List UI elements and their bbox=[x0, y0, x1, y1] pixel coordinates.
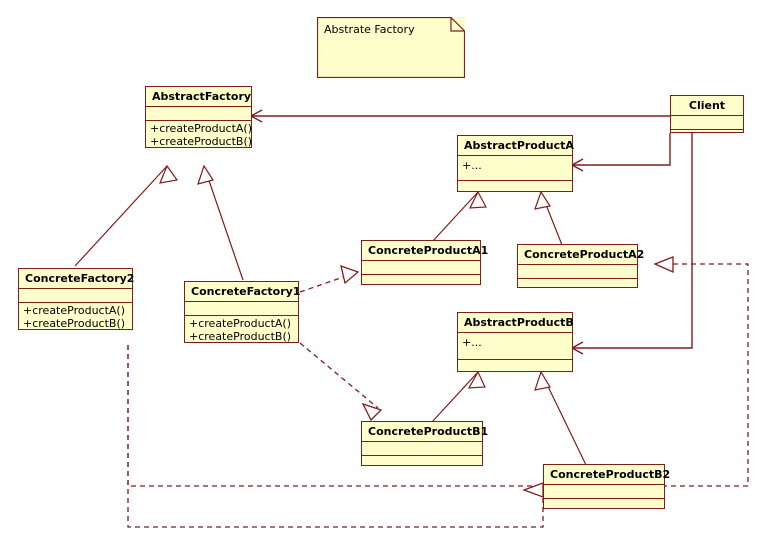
class-client[interactable]: Client bbox=[670, 95, 744, 133]
class-concrete-factory-2[interactable]: ConcreteFactory2 +createProductA() +crea… bbox=[18, 268, 134, 331]
operation-item: +createProductB() bbox=[150, 135, 253, 148]
class-abstract-factory[interactable]: AbstractFactory +createProductA() +creat… bbox=[145, 86, 252, 148]
class-attributes-concrete-factory-2 bbox=[19, 289, 132, 303]
class-operations-abstract-product-b bbox=[458, 360, 572, 373]
class-operations-client bbox=[671, 130, 743, 143]
operation-item: +createProductA() bbox=[23, 304, 126, 317]
edge-concretefactory1-to-abstractfactory bbox=[197, 164, 244, 281]
edge-client-to-abstractfactory bbox=[249, 109, 670, 123]
edge-concreteproducta2-to-abstractproducta bbox=[534, 190, 563, 246]
class-attributes-abstract-factory bbox=[146, 107, 251, 121]
class-operations-concrete-product-b2 bbox=[544, 499, 664, 512]
class-name-abstract-product-b: AbstractProductB bbox=[458, 313, 574, 333]
note-shape bbox=[317, 17, 465, 78]
operation-item: +createProductA() bbox=[189, 317, 292, 330]
class-name-concrete-factory-2: ConcreteFactory2 bbox=[19, 269, 134, 289]
class-attributes-concrete-factory-1 bbox=[185, 302, 298, 316]
class-attributes-concrete-product-b2 bbox=[544, 485, 664, 499]
class-name-abstract-factory: AbstractFactory bbox=[146, 87, 251, 107]
edge-concretefactory1-to-concreteproductb1 bbox=[299, 342, 383, 422]
edge-concreteproducta1-to-abstractproducta bbox=[431, 190, 487, 243]
class-attributes-concrete-product-a2 bbox=[518, 265, 637, 279]
class-concrete-factory-1[interactable]: ConcreteFactory1 +createProductA() +crea… bbox=[184, 281, 300, 344]
class-name-client: Client bbox=[671, 96, 743, 116]
class-concrete-product-b1[interactable]: ConcreteProductB1 bbox=[361, 421, 488, 469]
edge-client-to-abstractproducta bbox=[570, 133, 671, 172]
class-name-concrete-product-a1: ConcreteProductA1 bbox=[362, 241, 488, 261]
class-name-concrete-factory-1: ConcreteFactory1 bbox=[185, 282, 300, 302]
class-operations-concrete-product-b1 bbox=[362, 456, 482, 469]
class-attributes-concrete-product-a1 bbox=[362, 261, 480, 275]
class-concrete-product-b2[interactable]: ConcreteProductB2 bbox=[543, 464, 670, 512]
operation-item: +createProductB() bbox=[23, 317, 126, 330]
note-abstract-factory: Abstrate Factory bbox=[317, 17, 465, 78]
operation-item: +createProductA() bbox=[150, 122, 253, 135]
class-operations-abstract-factory: +createProductA() +createProductB() bbox=[146, 121, 253, 149]
class-attributes-client bbox=[671, 116, 743, 130]
edge-concretefactory1-to-concreteproducta1 bbox=[299, 264, 360, 293]
edge-concreteproductb2-to-abstractproductb bbox=[534, 370, 587, 466]
class-name-concrete-product-b1: ConcreteProductB1 bbox=[362, 422, 488, 442]
class-attributes-abstract-product-b: +... bbox=[458, 333, 572, 360]
class-abstract-product-b[interactable]: AbstractProductB +... bbox=[457, 312, 574, 373]
class-attributes-concrete-product-b1 bbox=[362, 442, 482, 456]
class-concrete-product-a1[interactable]: ConcreteProductA1 bbox=[361, 240, 488, 288]
edge-concreteproductb1-to-abstractproductb bbox=[431, 370, 486, 423]
class-operations-concrete-product-a2 bbox=[518, 279, 637, 292]
class-name-concrete-product-a2: ConcreteProductA2 bbox=[518, 245, 644, 265]
operation-item: +createProductB() bbox=[189, 330, 292, 343]
class-name-concrete-product-b2: ConcreteProductB2 bbox=[544, 465, 670, 485]
class-operations-concrete-factory-2: +createProductA() +createProductB() bbox=[19, 303, 132, 331]
class-concrete-product-a2[interactable]: ConcreteProductA2 bbox=[517, 244, 644, 288]
class-operations-abstract-product-a bbox=[458, 181, 572, 194]
class-name-abstract-product-a: AbstractProductA bbox=[458, 136, 574, 156]
class-abstract-product-a[interactable]: AbstractProductA +... bbox=[457, 135, 574, 194]
class-operations-concrete-factory-1: +createProductA() +createProductB() bbox=[185, 316, 298, 344]
class-operations-concrete-product-a1 bbox=[362, 275, 480, 288]
note-text: Abstrate Factory bbox=[324, 23, 415, 36]
edge-concretefactory2-to-abstractfactory bbox=[74, 164, 179, 267]
class-attributes-abstract-product-a: +... bbox=[458, 156, 572, 181]
